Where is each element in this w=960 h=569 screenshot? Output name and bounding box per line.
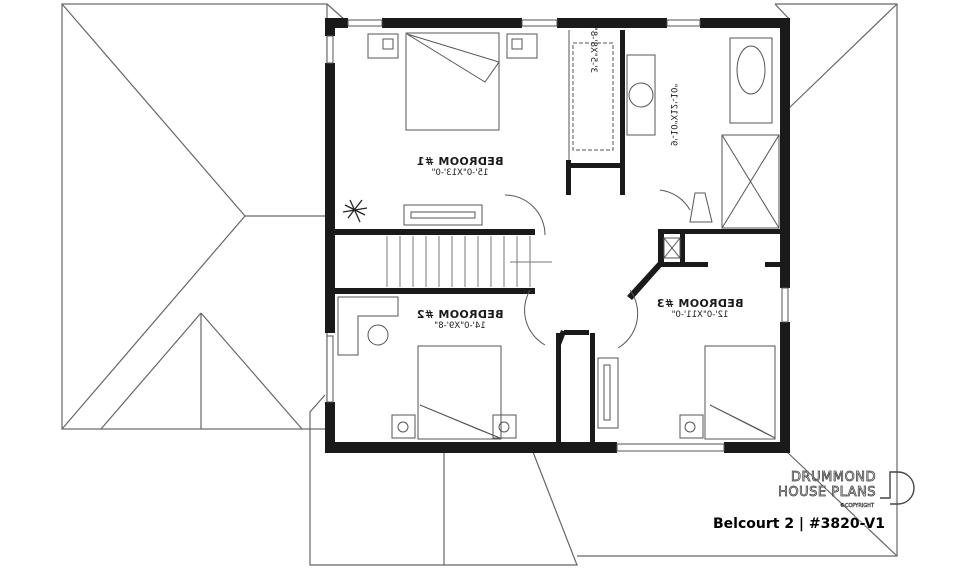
roof-outline [61,3,898,566]
room-dimensions: 12'-0"X11'-0" [671,310,729,320]
interior-walls [335,30,780,443]
room-dimensions: 15'-0"X13'-0" [431,168,489,178]
plant-icon [342,199,368,223]
room-label-bedroom2: BEDROOM #2 14'-0"X9'-8" [380,308,540,331]
room-name: BEDROOM #3 [656,297,744,310]
brand-line1: DRUMMOND [791,470,876,486]
room-name: BEDROOM #2 [416,308,504,321]
room-label-bedroom1: BEDROOM #1 15'-0"X13'-0" [380,155,540,178]
copyright-text: ©COPYRIGHT [839,503,874,509]
drummond-logo-icon [880,471,915,505]
brand-logo-text: DRUMMOND HOUSE PLANS [778,470,876,501]
room-name: BEDROOM #1 [416,155,504,168]
exterior-walls [325,18,790,453]
brand-line2: HOUSE PLANS [778,485,876,501]
windows [326,19,789,452]
room-dimensions-bathroom: 9'-10"X12'-10" [668,83,678,146]
fixtures-and-furniture [337,30,780,440]
room-dimensions-walk-in-closet: 3'-5"X8'-8" [588,26,598,73]
plan-title: Belcourt 2 | #3820-V1 [713,516,885,532]
room-label-bedroom3: BEDROOM #3 12'-0"X11'-0" [620,297,780,320]
room-dimensions: 14'-0"X9'-8" [434,321,486,331]
